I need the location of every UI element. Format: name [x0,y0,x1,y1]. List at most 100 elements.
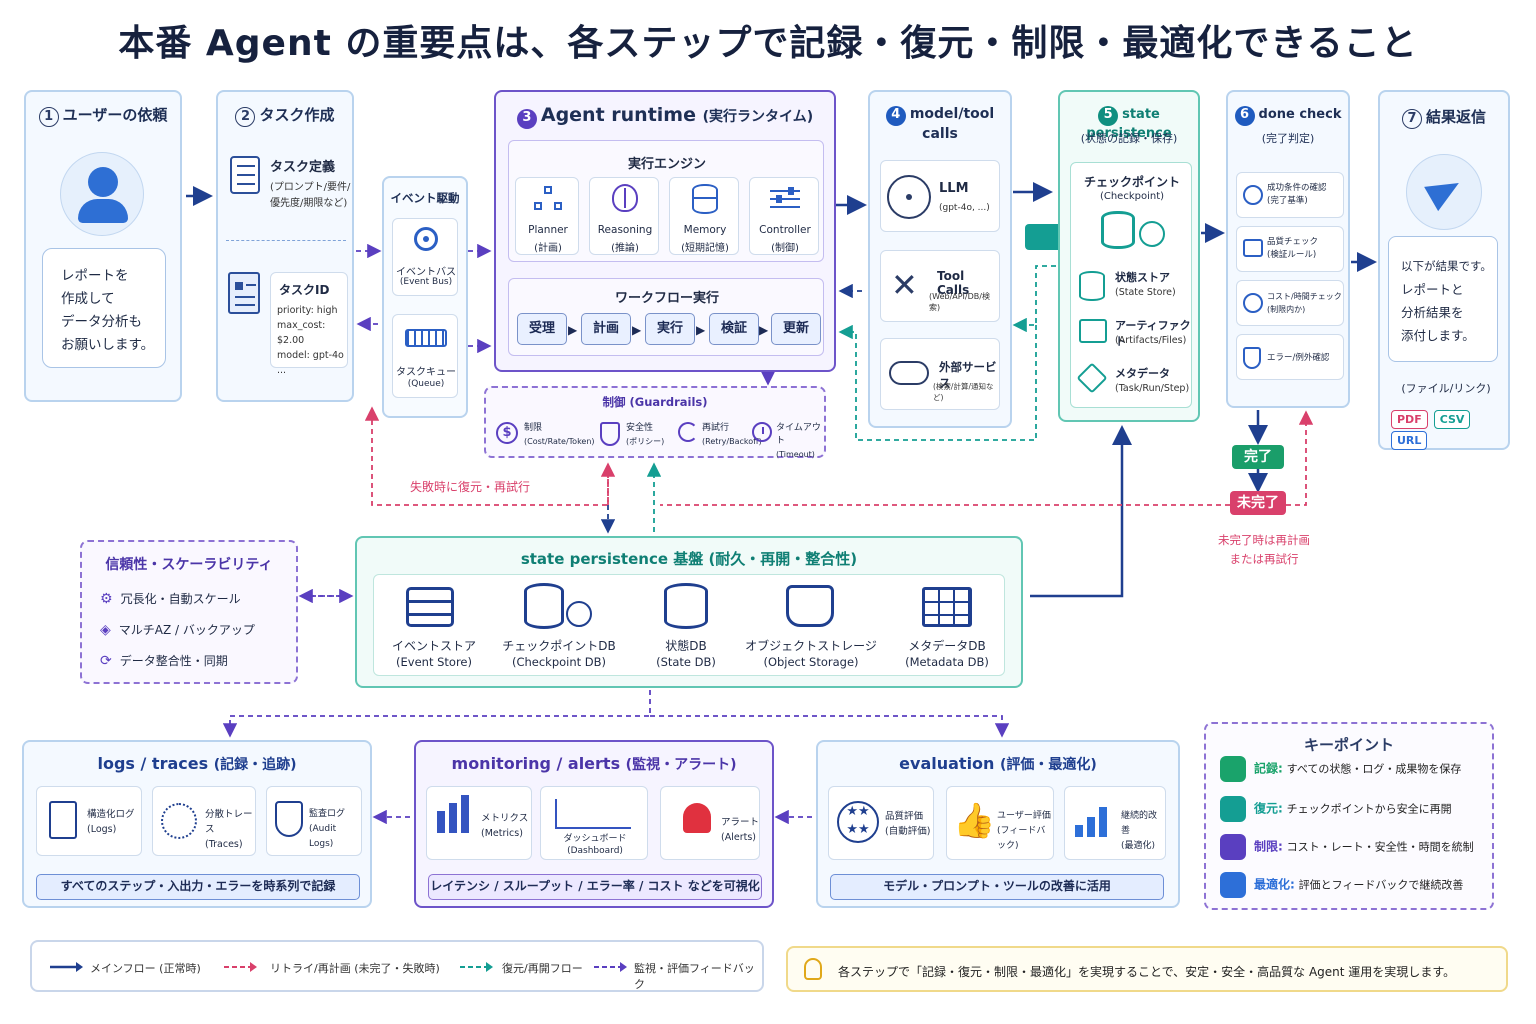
gear-icon: ⚙ [100,591,113,607]
evaluation-title: evaluation (評価・最適化) [899,754,1097,773]
checkpoint-box: チェックポイント (Checkpoint) 状態ストア (State Store… [1070,162,1192,408]
task-id-card: タスクID priority: high max_cost: $2.00 mod… [270,272,348,376]
trend-icon [1220,872,1246,898]
flow-arrow-icon: ▶ [568,323,578,337]
growth-chart-icon [1075,825,1083,837]
event-bus-card: イベントバス (Event Bus) [392,218,458,296]
send-icon [1406,154,1482,230]
reliability-panel: 信頼性・スケーラビリティ ⚙冗長化・自動スケール ◈マルチAZ / バックアップ… [80,540,298,684]
csv-chip[interactable]: CSV [1433,410,1471,429]
bottom-note-panel: 各ステップで「記録・復元・制限・最適化」を実現することで、安定・安全・高品質な … [786,946,1508,992]
audit-shield-icon [275,801,303,837]
checklist-icon [230,156,260,194]
tools-icon: ✕ [891,266,918,304]
flow-step-plan: 計画 [581,313,631,345]
legend-panel: メインフロー (正常時) リトライ/再計画 (未完了・失敗時) 復元/再開フロー… [30,940,764,992]
keypoints-panel: キーポイント 記録: すべての状態・ログ・成果物を保存 復元: チェックポイント… [1204,722,1494,910]
not-done-note: 未完了時は再計画 または再試行 [1218,533,1310,566]
flow-arrow-icon: ▶ [696,323,706,337]
request-bubble: レポートを 作成して データ分析も お願いします。 [42,248,166,368]
shield-icon: ◈ [100,622,111,638]
thumbs-up-icon: 👍 [953,801,996,841]
pdf-chip[interactable]: PDF [1391,410,1428,429]
database-icon [1220,756,1246,782]
check-cost-card: コスト/時間チェック(制限内か) [1236,280,1344,326]
tool-calls-card: ✕ Tool Calls (Web/API/DB/検索) [880,250,1000,322]
persistence-items: イベントストア (Event Store) チェックポイントDB (Checkp… [373,574,1005,676]
flow-arrow-icon: ▶ [632,323,642,337]
reliability-item: ⟳データ整合性・同期 [100,653,228,669]
keypoint-restore: 復元: チェックポイントから安全に再開 [1220,796,1452,822]
reliability-item: ◈マルチAZ / バックアップ [100,622,255,638]
line-chart-icon [555,799,631,829]
shield-icon [600,422,620,446]
flow-step-accept: 受理 [517,313,567,345]
clock-icon [1139,221,1165,247]
state-store-icon [1079,271,1105,301]
keypoint-optimize: 最適化: 評価とフィードバックで継続改善 [1220,872,1463,898]
database-icon [1101,211,1135,249]
folder-icon [1079,319,1107,343]
external-service-card: 外部サービス (検索/計算/通知など) [880,338,1000,410]
sliders-icon [770,187,800,210]
not-done-badge: 未完了 [1230,491,1286,515]
page-title: 本番 Agent の重要点は、各ステップで記録・復元・制限・最適化できること [118,23,1418,64]
module-reasoning: Reasoning (推論) [589,177,659,255]
done-badge: 完了 [1232,445,1284,469]
workflow-box: ワークフロー実行 受理 計画 実行 検証 更新 ▶ ▶ ▶ ▶ [508,278,824,356]
keypoint-record: 記録: すべての状態・ログ・成果物を保存 [1220,756,1461,782]
monitoring-item: ダッシュボード(Dashboard) [540,786,648,860]
engine-box: 実行エンジン Planner (計画) Reasoning (推論) Memor… [508,140,824,262]
clock-icon [1243,293,1263,313]
log-file-icon [49,801,77,839]
evaluation-item: 継続的改善(最適化) [1064,786,1166,860]
event-store-icon [406,587,454,627]
monitoring-item: アラート(Alerts) [660,786,760,860]
clock-icon [752,422,772,442]
shield-icon [1220,834,1246,860]
evaluation-item: ★★★★ 品質評価(自動評価) [828,786,934,860]
document-icon [228,272,260,314]
llm-card: LLM (gpt-4o, ...) [880,160,1000,232]
tag-icon [1076,362,1108,394]
broadcast-icon [414,227,438,251]
url-chip[interactable]: URL [1391,431,1428,450]
clock-icon [566,601,592,627]
monitoring-title: monitoring / alerts (監視・アラート) [451,754,737,773]
evaluation-item: 👍 ユーザー評価(フィードバック) [946,786,1054,860]
flow-step-execute: 実行 [645,313,695,345]
arrow-notdone-to-6 [1286,410,1314,506]
evaluation-panel: evaluation (評価・最適化) ★★★★ 品質評価(自動評価) 👍 ユー… [816,740,1180,908]
message-icon [1243,239,1263,257]
persistence-panel: state persistence 基盤 (耐久・再開・整合性) イベントストア… [355,536,1023,688]
check-quality-card: 品質チェック(検証ルール) [1236,226,1344,272]
flow-step-verify: 検証 [709,313,759,345]
arrow-persistence-to-5 [1030,425,1132,598]
flow-step-update: 更新 [771,313,821,345]
module-controller: Controller (制御) [749,177,819,255]
trace-graph-icon [161,803,197,839]
retry-label: 失敗時に復元・再試行 [410,480,531,494]
arrow-persistence-to-eval [650,715,1010,738]
logs-item: 監査ログ(Audit Logs) [266,786,362,856]
check-circle-icon [1243,185,1263,205]
arrow-persistence-to-logs [222,690,651,738]
reliability-item: ⚙冗長化・自動スケール [100,591,241,607]
hierarchy-icon [534,186,562,212]
legend-solid-arrow-icon [50,962,83,972]
flow-arrow-icon: ▶ [759,323,769,337]
bell-icon [683,803,711,833]
legend-teal-arrow-icon [460,962,493,972]
check-success-card: 成功条件の確認(完了基準) [1236,172,1344,218]
sync-icon: ⟳ [100,653,112,669]
logs-title: logs / traces (記録・追跡) [97,754,297,773]
brain-icon [612,184,638,212]
